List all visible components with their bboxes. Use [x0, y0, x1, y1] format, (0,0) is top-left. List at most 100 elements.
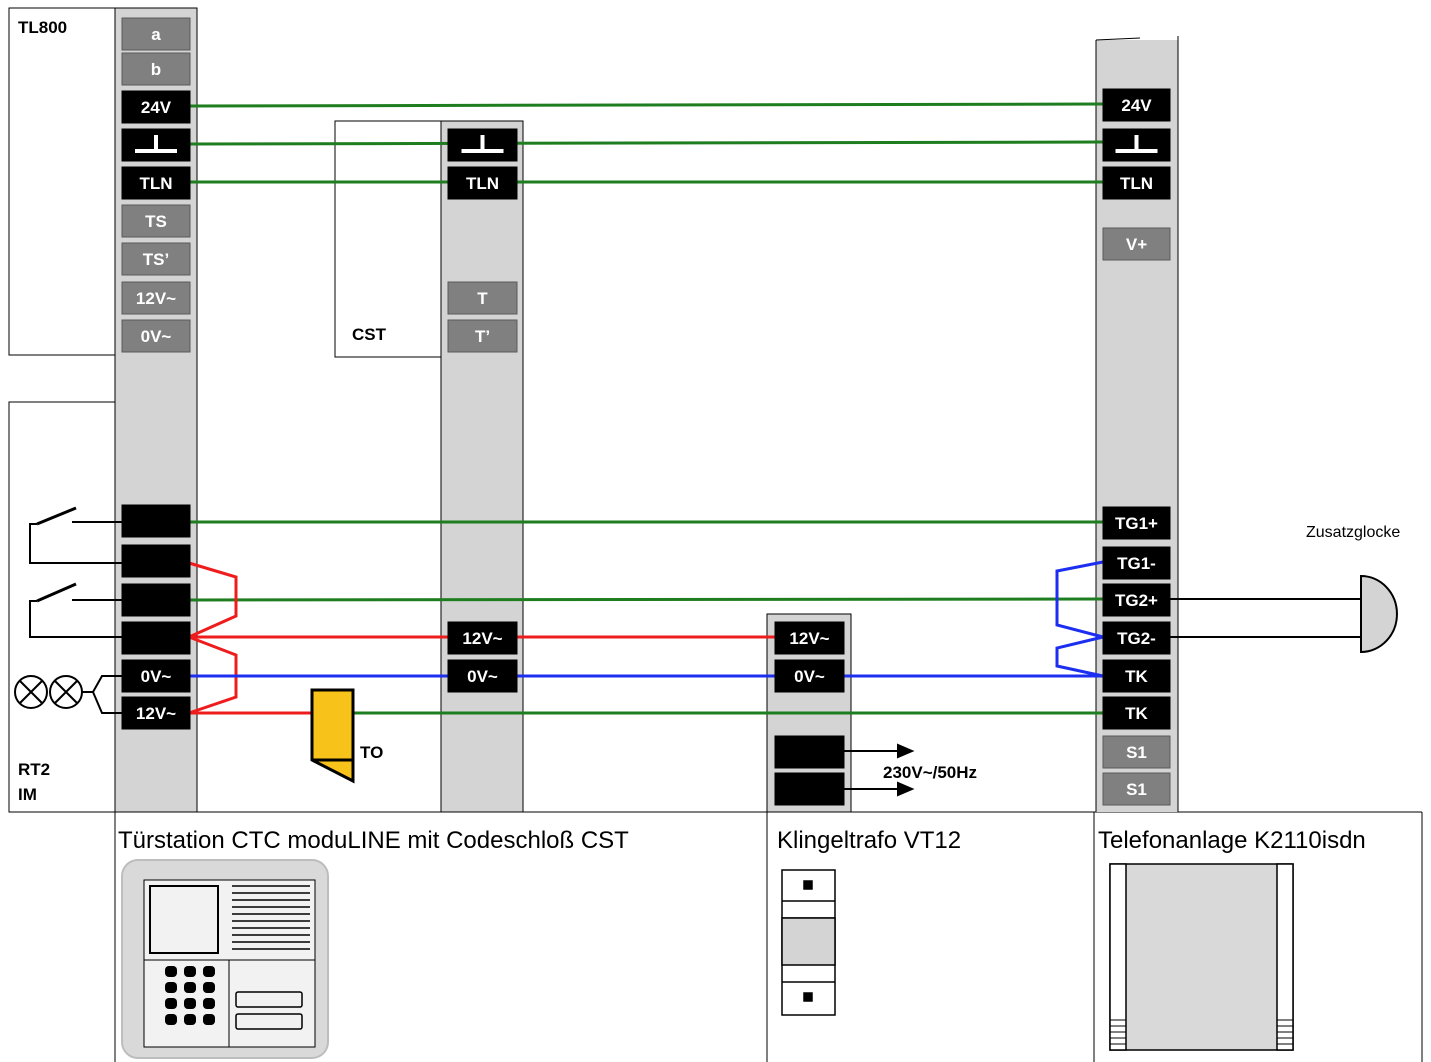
strip3-terminal-1: 12V~: [774, 621, 845, 655]
strip1-terminal-13: [121, 621, 191, 655]
keypad-key: [184, 1014, 196, 1025]
strip4-terminal-6: TG1-: [1102, 546, 1171, 580]
wire-12v-to-opener: [188, 635, 312, 715]
strip4-terminal-8: TG2-: [1102, 621, 1171, 655]
strip2-terminal-6: 0V~: [447, 659, 518, 693]
keypad-key: [184, 982, 196, 993]
ground-icon: [461, 135, 504, 153]
terminal-label: 0V~: [467, 667, 498, 686]
wire-tg2plus: [188, 597, 1104, 602]
ground-icon: [1115, 135, 1158, 153]
keypad-key: [203, 1014, 215, 1025]
strip2-terminal-1: [447, 128, 518, 162]
strip1-terminal-12: [121, 583, 191, 617]
strip4-terminal-7: TG2+: [1102, 583, 1171, 617]
terminal-label: TS: [145, 212, 167, 231]
strip1-terminal-8: 12V~: [121, 281, 191, 315]
keypad-key: [165, 982, 177, 993]
rt2-label: RT2: [18, 760, 50, 779]
strip4-terminal-5: TG1+: [1102, 506, 1171, 540]
terminal-label: TG2+: [1115, 591, 1158, 610]
strip-code-lock: [440, 120, 524, 813]
strip1-terminal-4: [121, 128, 191, 162]
terminal-label: TG1-: [1117, 554, 1156, 573]
switch-2: [29, 582, 122, 638]
terminal-label: S1: [1126, 780, 1147, 799]
strip4-terminal-10: TK: [1102, 696, 1171, 730]
strip4-terminal-11: S1: [1102, 735, 1171, 769]
rt2-box: [8, 401, 116, 813]
terminal-label: TLN: [139, 174, 172, 193]
section-phone-title: Telefonanlage K2110isdn: [1098, 827, 1366, 854]
to-label: TO: [360, 743, 383, 762]
terminal-label: TS’: [143, 250, 169, 269]
terminal-label: 0V~: [141, 327, 172, 346]
door-opener-icon: [310, 688, 355, 784]
strip4-terminal-12: S1: [1102, 772, 1171, 806]
strip4-terminal-2: [1102, 128, 1171, 162]
keypad-key: [203, 982, 215, 993]
terminal-label: TG1+: [1115, 514, 1158, 533]
terminal-label: S1: [1126, 743, 1147, 762]
keypad-key: [203, 998, 215, 1009]
terminal-label: T: [477, 289, 488, 308]
bell-icon: [1360, 574, 1398, 654]
im-label: IM: [18, 785, 37, 804]
power-arrows: [843, 743, 915, 797]
strip2-terminal-3: T: [447, 281, 518, 315]
strip4-terminal-1: 24V: [1102, 88, 1171, 122]
terminal-label: TK: [1125, 704, 1148, 723]
terminal-label: TLN: [466, 174, 499, 193]
strip2-terminal-4: T’: [447, 319, 518, 353]
section-transformer-title: Klingeltrafo VT12: [777, 827, 961, 854]
door-station-device-icon: [121, 859, 329, 1059]
cst-label: CST: [352, 325, 387, 344]
phone-system-device-icon: [1109, 863, 1294, 1051]
ground-icon: [135, 135, 177, 153]
terminal-label: 24V: [141, 98, 172, 117]
strip4-terminal-4: V+: [1102, 227, 1171, 261]
terminal-label: TLN: [1120, 174, 1153, 193]
bell-label: Zusatzglocke: [1306, 524, 1400, 541]
terminal-label: 12V~: [136, 704, 176, 723]
terminal-label: TG2-: [1117, 629, 1156, 648]
lamp-icon: [14, 675, 122, 714]
wire-24v: [188, 102, 1104, 108]
terminal-blocks: ab24VTLNTSTS’12V~0V~0V~12V~TLNTT’12V~0V~…: [121, 17, 1171, 806]
strip3-terminal-2: 0V~: [774, 659, 845, 693]
strip3-terminal-3: [774, 735, 845, 769]
keypad-key: [165, 966, 177, 977]
wire-ground: [188, 140, 1104, 146]
strip2-terminal-5: 12V~: [447, 621, 518, 655]
strip2-terminal-2: TLN: [447, 166, 518, 200]
tl800-label: TL800: [18, 18, 67, 37]
terminal-label: 24V: [1121, 96, 1152, 115]
strip1-terminal-15: 12V~: [121, 696, 191, 730]
strip1-terminal-7: TS’: [121, 242, 191, 276]
strip1-terminal-14: 0V~: [121, 659, 191, 693]
terminal-label: V+: [1126, 235, 1147, 254]
strip1-terminal-11: [121, 544, 191, 578]
keypad-key: [184, 998, 196, 1009]
terminal-label: TK: [1125, 667, 1148, 686]
strip1-terminal-2: b: [121, 52, 191, 86]
section-door-station-title: Türstation CTC moduLINE mit Codeschloß C…: [118, 827, 629, 854]
strip1-terminal-9: 0V~: [121, 319, 191, 353]
terminal-label: b: [151, 60, 161, 79]
terminal-label: 12V~: [789, 629, 829, 648]
keypad-key: [165, 998, 177, 1009]
strip1-terminal-6: TS: [121, 204, 191, 238]
keypad-key: [165, 1014, 177, 1025]
switch-1: [29, 506, 122, 564]
terminal-label: 0V~: [794, 667, 825, 686]
terminal-label: T’: [475, 327, 490, 346]
tl800-box: [8, 7, 116, 356]
keypad-key: [184, 966, 196, 977]
wire-12v-bridge: [188, 561, 238, 639]
strip1-terminal-3: 24V: [121, 90, 191, 124]
keypad-key: [203, 966, 215, 977]
strip3-terminal-4: [774, 772, 845, 806]
transformer-device-icon: [781, 869, 836, 1016]
terminal-label: 12V~: [462, 629, 502, 648]
cst-box: [334, 120, 444, 358]
